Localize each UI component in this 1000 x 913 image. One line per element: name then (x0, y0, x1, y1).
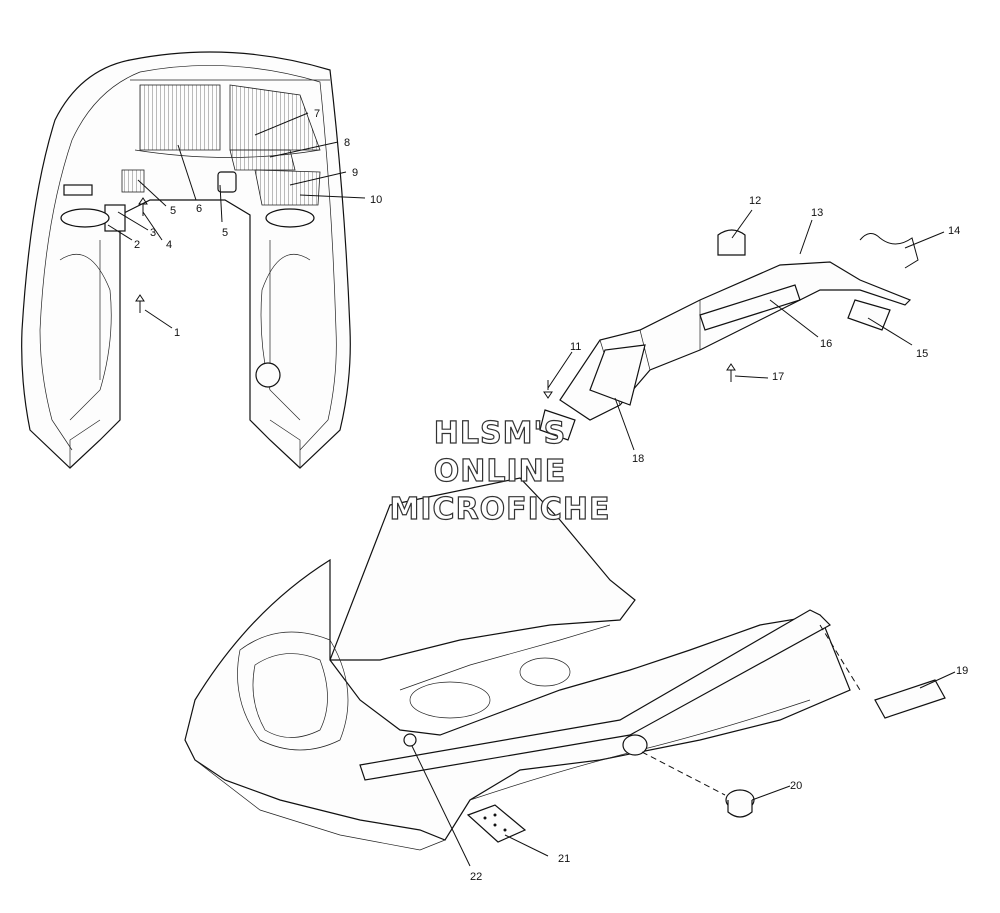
side-rail (359, 609, 831, 781)
latch-right (217, 171, 237, 193)
watermark: HLSM'S ONLINE MICROFICHE (389, 415, 611, 527)
hood-insulation-left (139, 84, 221, 151)
callout-3: 3 (150, 227, 156, 239)
front-tab (539, 409, 576, 441)
hood-underside-view (21, 51, 351, 469)
callout-18: 18 (632, 453, 644, 465)
callout-21: 21 (558, 853, 570, 865)
callout-5a: 5 (170, 205, 176, 217)
callout-16: 16 (820, 338, 832, 350)
callout-7: 7 (314, 108, 320, 120)
clip-12 (717, 229, 746, 256)
callout-9: 9 (352, 167, 358, 179)
mirror-mount-right (265, 208, 315, 228)
callout-10: 10 (370, 194, 382, 206)
callout-5b: 5 (222, 227, 228, 239)
rivet-11 (543, 380, 553, 399)
callout-11: 11 (570, 341, 581, 353)
grommet-20-seat (622, 734, 648, 756)
callout-12: 12 (749, 195, 761, 207)
callout-1: 1 (174, 327, 180, 339)
heat-shield-panel (254, 169, 321, 206)
part-21-pad (466, 804, 527, 843)
heat-shield-strip (229, 149, 296, 171)
callout-8: 8 (344, 137, 350, 149)
callout-19: 19 (956, 665, 968, 677)
vent-grommet (255, 362, 281, 388)
watermark-line-2: ONLINE (434, 454, 567, 489)
decal-16 (699, 284, 801, 331)
callout-6: 6 (196, 203, 202, 215)
mirror-mount-left (60, 208, 110, 228)
belly-pan-view (539, 229, 919, 441)
leader-lines (107, 112, 956, 867)
callout-labels: 1 2 3 4 5 5 6 7 8 9 10 11 12 13 14 15 16… (134, 108, 968, 883)
fastener-22-seat (403, 733, 417, 747)
decal-15 (847, 299, 891, 331)
callout-22: 22 (470, 871, 482, 883)
callout-14: 14 (948, 225, 960, 237)
decal-18 (589, 344, 646, 406)
callout-20: 20 (790, 780, 802, 792)
callout-17: 17 (772, 371, 784, 383)
callout-4: 4 (166, 239, 172, 251)
cable-14 (859, 233, 919, 269)
callout-2: 2 (134, 239, 140, 251)
bracket-left (63, 184, 93, 196)
pad-left (121, 169, 145, 193)
part-19-plate (874, 679, 946, 719)
watermark-line-3: MICROFICHE (390, 492, 611, 527)
part-20-body (727, 800, 753, 818)
callout-15: 15 (916, 348, 928, 360)
rivet-17 (726, 363, 736, 382)
hood-insulation-right (229, 84, 321, 151)
hood-assembly-view (184, 477, 946, 851)
callout-13: 13 (811, 207, 823, 219)
watermark-line-1: HLSM'S (434, 416, 566, 451)
